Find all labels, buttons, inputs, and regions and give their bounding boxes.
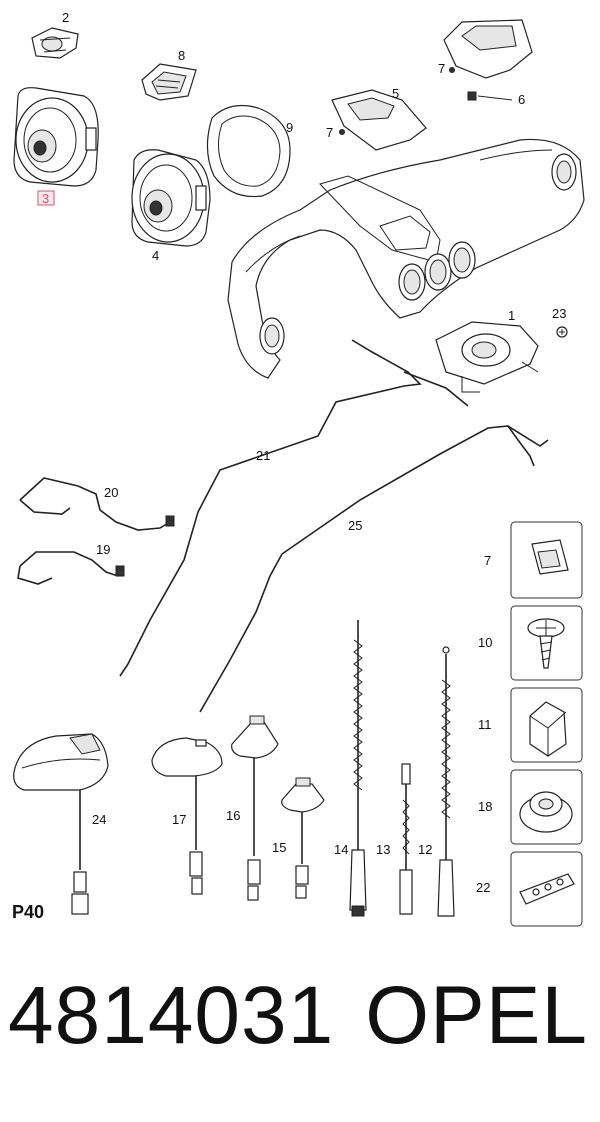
part-dashboard-panel bbox=[227, 138, 585, 379]
brand-name: OPEL bbox=[365, 970, 588, 1061]
callout-24: 24 bbox=[92, 812, 106, 827]
part-12-antenna-mast bbox=[437, 646, 455, 917]
legend-22-label: 22 bbox=[476, 880, 490, 895]
callout-5: 5 bbox=[392, 86, 399, 101]
callout-14: 14 bbox=[334, 842, 348, 857]
callout-20: 20 bbox=[104, 485, 118, 500]
callout-7a: 7 bbox=[326, 125, 333, 140]
part-17-antenna-base bbox=[151, 737, 223, 895]
part-13-antenna-mast bbox=[399, 763, 413, 915]
part-3-door-speaker bbox=[13, 87, 99, 187]
part-23-screw bbox=[556, 326, 568, 338]
callout-17: 17 bbox=[172, 812, 186, 827]
part-20-wiring-harness bbox=[19, 477, 175, 531]
callout-8: 8 bbox=[178, 48, 185, 63]
legend-11-label: 11 bbox=[478, 717, 492, 732]
legend-10-screw bbox=[510, 605, 583, 681]
part-8-speaker-grille bbox=[141, 63, 197, 101]
legend-18-nut bbox=[510, 769, 583, 845]
part-6-upper-trim bbox=[443, 19, 533, 101]
callout-1: 1 bbox=[508, 308, 515, 323]
callout-6: 6 bbox=[518, 92, 525, 107]
callout-19: 19 bbox=[96, 542, 110, 557]
leader-6 bbox=[477, 95, 513, 101]
part-9-speaker-ring bbox=[206, 105, 291, 198]
part-number: 4814031 bbox=[8, 970, 335, 1061]
legend-22-bracket bbox=[510, 851, 583, 927]
section-label: P40 bbox=[12, 902, 45, 922]
callout-2: 2 bbox=[62, 10, 69, 25]
callout-4: 4 bbox=[152, 248, 159, 263]
clip-7-marker bbox=[339, 129, 345, 135]
callout-15: 15 bbox=[272, 840, 286, 855]
part-21-antenna-cable bbox=[119, 339, 469, 677]
part-4-door-speaker bbox=[131, 149, 211, 247]
part-25-antenna-cable bbox=[199, 425, 549, 713]
part-5-center-trim bbox=[331, 89, 427, 151]
callout-25: 25 bbox=[348, 518, 362, 533]
legend-18-label: 18 bbox=[478, 799, 492, 814]
footer: 4814031 OPEL bbox=[0, 975, 600, 1085]
callout-23: 23 bbox=[552, 306, 566, 321]
callout-9: 9 bbox=[286, 120, 293, 135]
part-2-tweeter-bracket bbox=[31, 27, 79, 59]
callout-7b: 7 bbox=[438, 61, 445, 76]
legend-11-nut bbox=[510, 687, 583, 763]
part-15-antenna-base bbox=[281, 777, 325, 899]
callout-3-box bbox=[37, 190, 55, 206]
parts-diagram: 2 3 8 4 9 5 7 bbox=[13, 10, 585, 927]
legend-7-clip bbox=[510, 521, 583, 599]
legend-10-label: 10 bbox=[478, 635, 492, 650]
callout-13: 13 bbox=[376, 842, 390, 857]
part-14-antenna-mast bbox=[349, 620, 367, 917]
callout-16: 16 bbox=[226, 808, 240, 823]
part-19-wiring-harness bbox=[17, 551, 125, 585]
part-16-antenna-base bbox=[231, 715, 279, 901]
legend-7-label: 7 bbox=[484, 553, 491, 568]
callout-21: 21 bbox=[256, 448, 270, 463]
part-1-center-speaker bbox=[435, 321, 539, 393]
clip-7b-marker bbox=[449, 67, 455, 73]
callout-3: 3 bbox=[42, 191, 49, 206]
part-24-roof-antenna bbox=[13, 733, 109, 915]
callout-12: 12 bbox=[418, 842, 432, 857]
